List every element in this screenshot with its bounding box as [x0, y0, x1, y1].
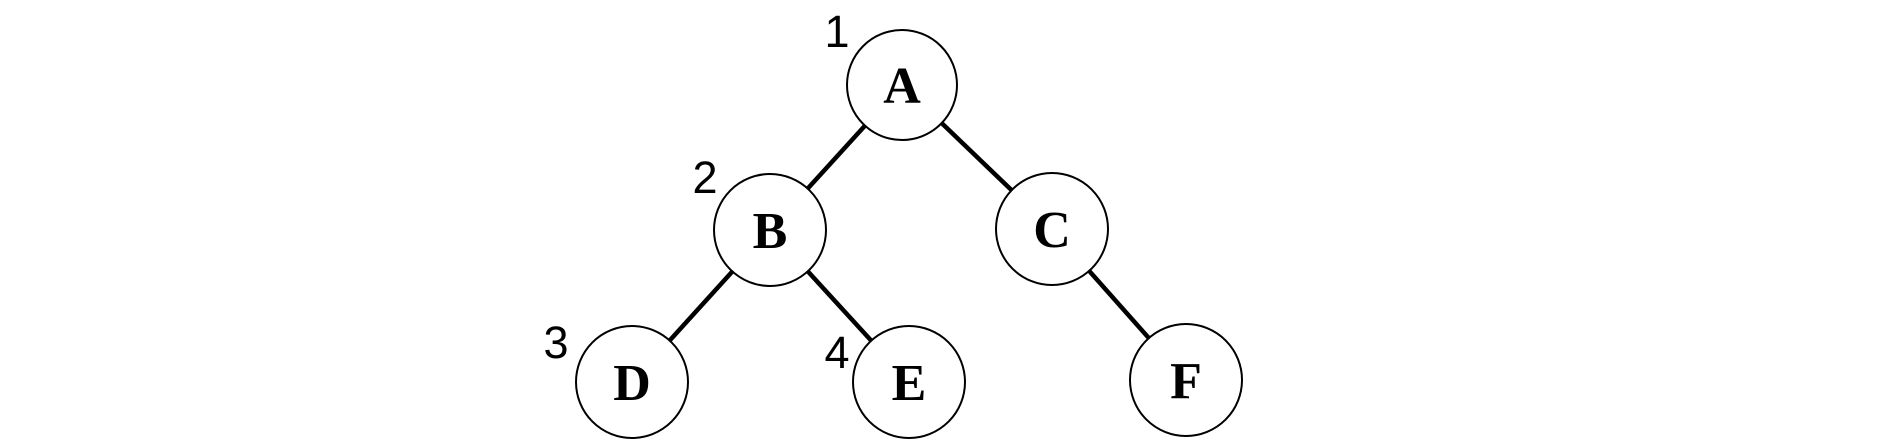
tree-node-F: F [1129, 323, 1243, 437]
node-label-A: A [883, 58, 921, 115]
node-circle-A [846, 29, 958, 141]
tree-node-B: B2 [692, 152, 827, 287]
visit-order-label-E: 4 [824, 327, 849, 378]
node-label-B: B [753, 203, 788, 260]
tree-node-D: D3 [543, 317, 689, 439]
node-circle-D [575, 325, 689, 439]
node-label-F: F [1170, 353, 1202, 410]
node-circle-C [995, 172, 1109, 286]
node-label-E: E [892, 355, 927, 412]
visit-order-label-A: 1 [824, 6, 849, 57]
node-circle-B [713, 173, 827, 287]
node-label-D: D [613, 355, 651, 412]
visit-order-label-B: 2 [692, 152, 717, 203]
tree-node-C: C [995, 172, 1109, 286]
node-circle-E [852, 325, 966, 439]
tree-node-A: A1 [824, 6, 958, 141]
visit-order-label-D: 3 [543, 317, 568, 368]
node-label-C: C [1033, 202, 1071, 259]
node-circle-F [1129, 323, 1243, 437]
tree-node-E: E4 [824, 325, 966, 439]
